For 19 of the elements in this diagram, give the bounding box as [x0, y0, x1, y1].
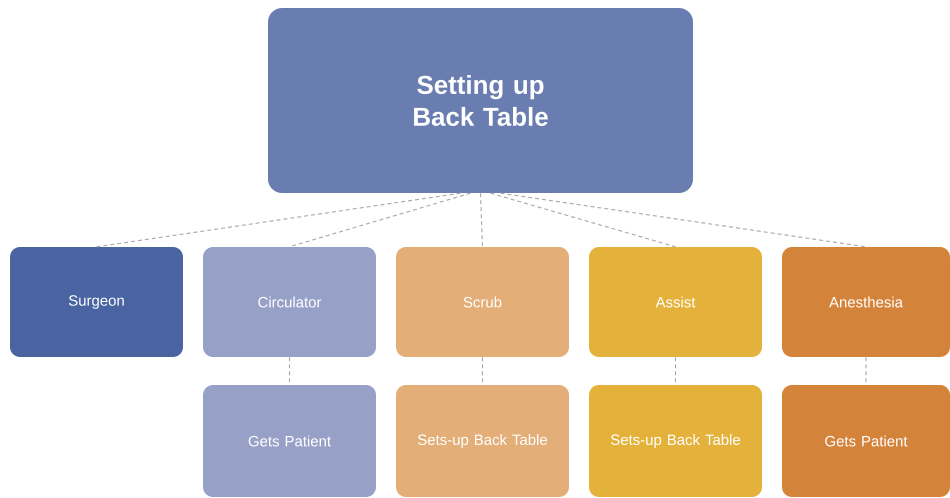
connector-line — [289, 192, 471, 248]
role-box: Surgeon — [10, 247, 183, 357]
role-box: Scrub — [396, 247, 569, 357]
connector-line — [288, 357, 290, 385]
connector-line — [490, 192, 676, 248]
connector-line — [674, 357, 676, 385]
connector-line — [482, 357, 484, 385]
connector-line — [480, 193, 484, 247]
title-box: Setting up Back Table — [268, 8, 693, 193]
connector-line — [865, 357, 867, 385]
role-box: Assist — [589, 247, 762, 357]
connector-line — [500, 192, 866, 248]
role-box: Gets Patient — [782, 385, 950, 497]
role-box: Sets-up Back Table — [589, 385, 762, 497]
role-box: Anesthesia — [782, 247, 950, 357]
role-box: Circulator — [203, 247, 376, 357]
role-box: Sets-up Back Table — [396, 385, 569, 497]
role-box: Gets Patient — [203, 385, 376, 497]
connector-line — [96, 192, 461, 248]
